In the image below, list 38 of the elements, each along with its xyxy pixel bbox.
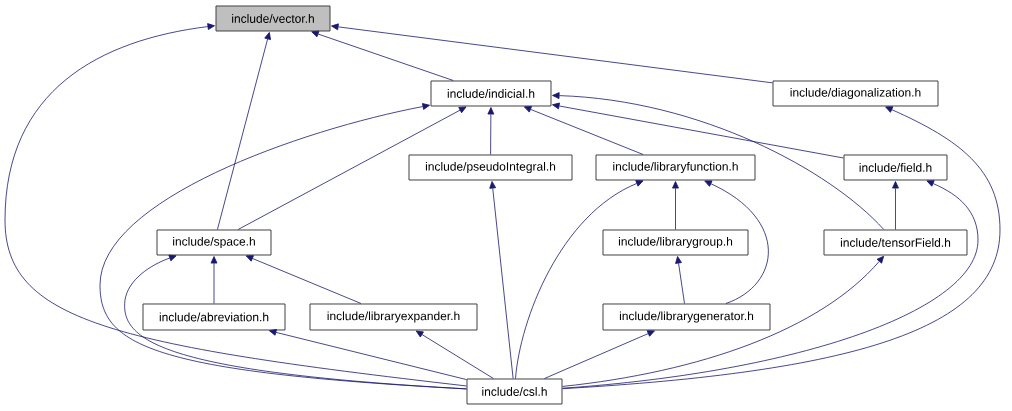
file-box: include/pseudoIntegral.h [408, 154, 573, 181]
arrow [544, 330, 655, 379]
arrow [124, 254, 467, 390]
file-box: include/librarygenerator.h [602, 303, 771, 331]
file-box: include/vector.h [215, 5, 331, 32]
arrow [311, 30, 454, 81]
arrow [892, 181, 899, 230]
arrow [245, 255, 362, 304]
arrow [489, 181, 514, 379]
file-box: include/libraryexpander.h [309, 303, 478, 331]
arrow [552, 92, 885, 230]
arrow [487, 107, 495, 155]
arrow [552, 102, 844, 159]
file-box: include/diagonalization.h [772, 80, 939, 107]
file-box: include/csl.h [466, 378, 563, 405]
arrow [562, 180, 979, 389]
arrow [99, 103, 467, 390]
arrow [217, 32, 271, 230]
file-box: include/indicial.h [430, 80, 552, 107]
arrow [515, 180, 644, 379]
arrow [672, 181, 679, 230]
file-box: include/tensorField.h [823, 229, 968, 256]
arrow [523, 106, 644, 155]
arrow [269, 329, 467, 380]
arrow [4, 23, 467, 387]
arrow [210, 256, 218, 304]
arrow [562, 255, 885, 387]
arrow [704, 180, 769, 304]
file-box: include/abreviation.h [142, 303, 286, 331]
arrow [562, 106, 1001, 390]
file-box: include/field.h [843, 154, 948, 181]
file-box: include/libraryfunction.h [595, 154, 756, 181]
arrow [675, 256, 685, 304]
arrow [331, 23, 773, 84]
arrow [415, 330, 494, 379]
file-box: include/space.h [156, 229, 272, 256]
file-box: include/librarygroup.h [602, 229, 749, 256]
arrow [237, 106, 467, 230]
